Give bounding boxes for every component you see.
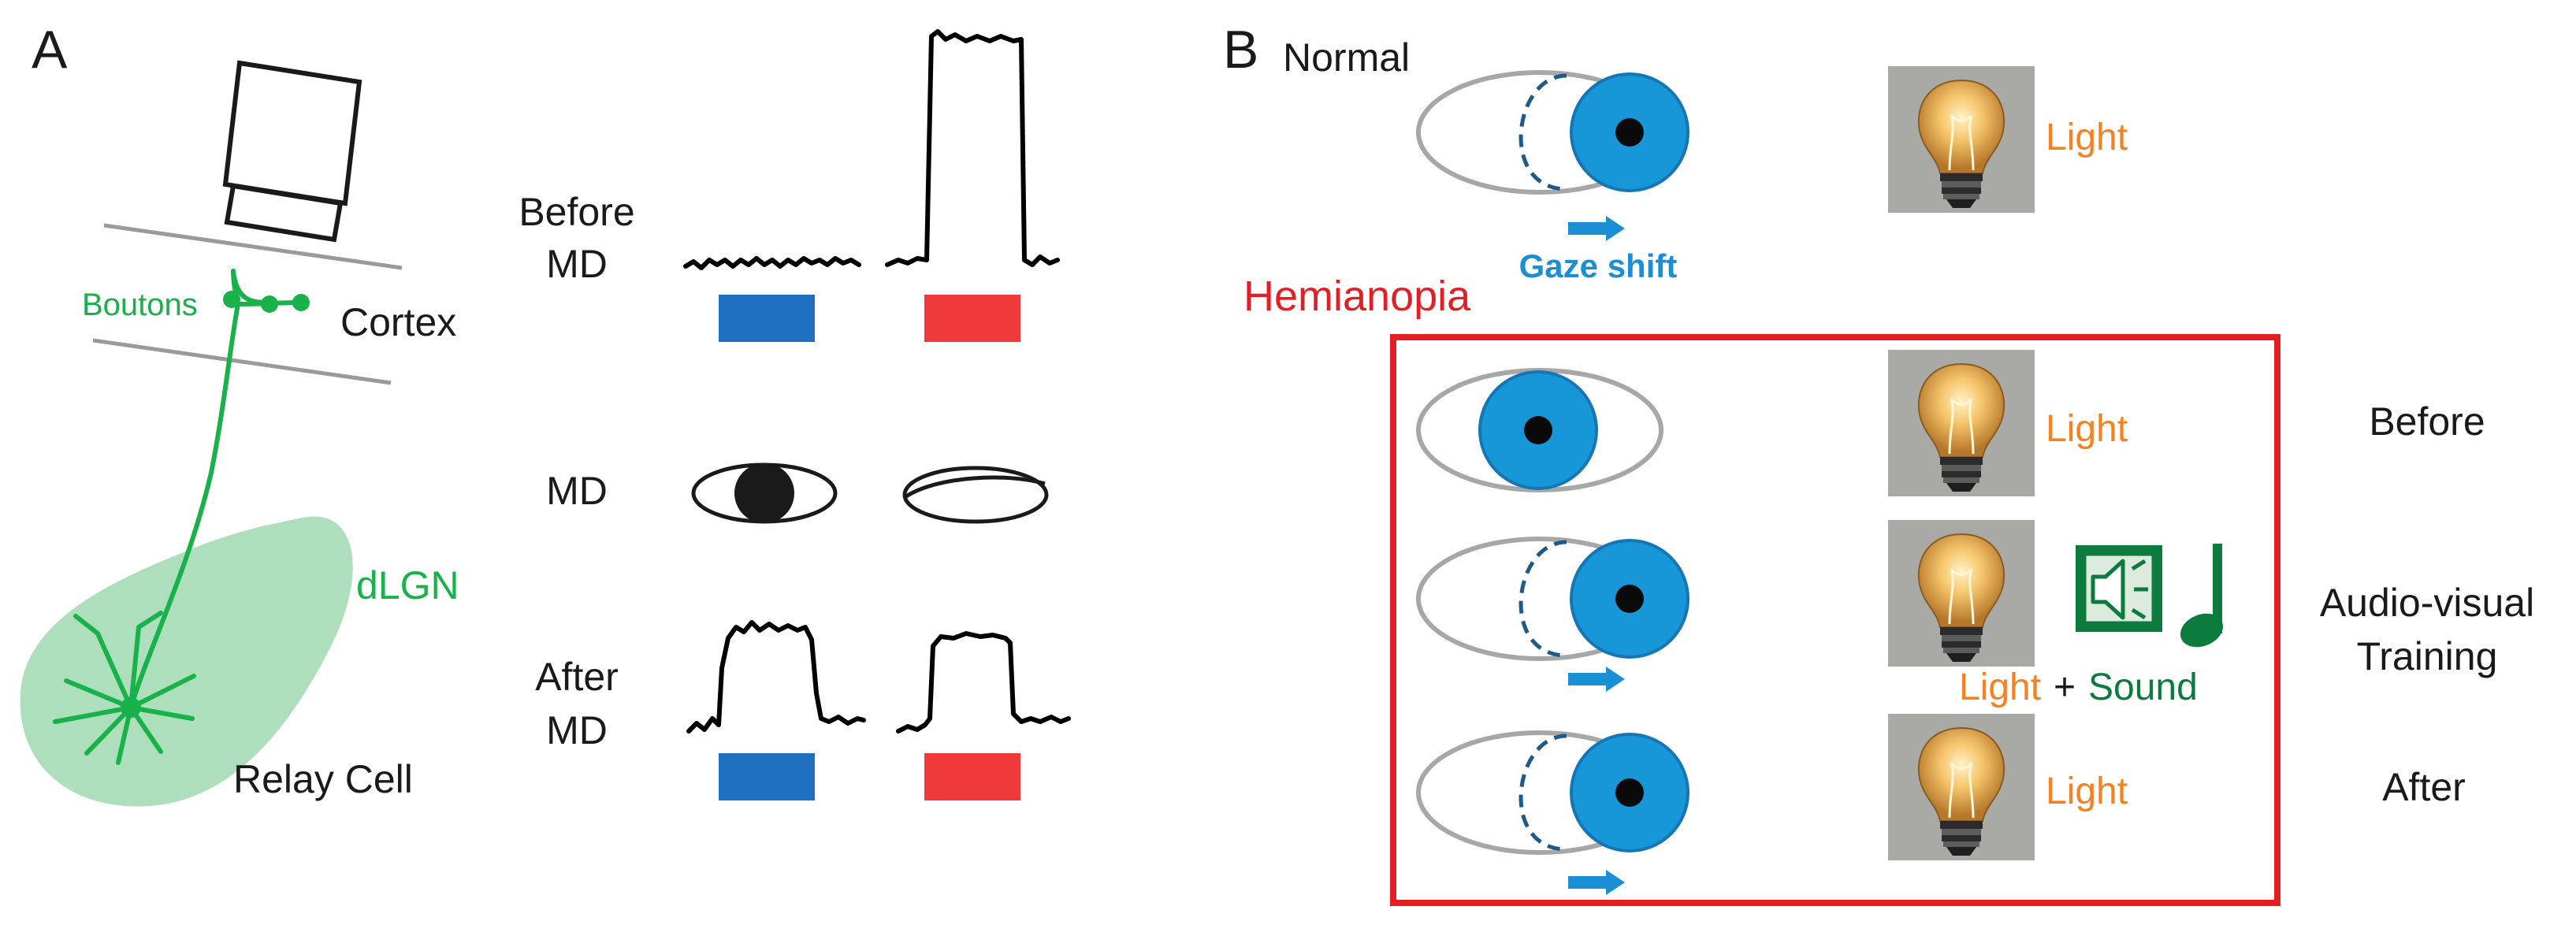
before-md-label-2: MD <box>546 242 608 286</box>
eye-icon <box>1416 537 1689 661</box>
training-side-label-2: Training <box>2357 634 2498 678</box>
before-light-label: Light <box>2046 408 2128 450</box>
panel-b-letter: B <box>1223 20 1258 80</box>
after-side-label: After <box>2382 765 2466 809</box>
bouton <box>261 295 278 313</box>
normal-label: Normal <box>1283 35 1410 80</box>
after-md-label-1: After <box>535 655 619 699</box>
bulb-icon <box>1886 712 2036 862</box>
arrow-right-icon <box>1568 667 1625 692</box>
after-md-ipsi-bar <box>719 753 815 800</box>
bulb-icon <box>1886 518 2036 668</box>
before-md-label-1: Before <box>519 190 634 234</box>
bulb-icon <box>1886 348 2036 498</box>
normal-eye-icon <box>1416 70 1689 195</box>
hemianopia-label: Hemianopia <box>1243 273 1471 320</box>
training-side-label-1: Audio-visual <box>2320 581 2534 625</box>
training-light-label: Light <box>1959 667 2041 708</box>
music-note-icon <box>2180 544 2224 648</box>
before-row: Light Before <box>1416 348 2485 498</box>
boutons-label: Boutons <box>82 288 198 322</box>
after-md-label-2: MD <box>546 708 608 752</box>
after-md-contra-bar <box>924 753 1020 800</box>
training-row: Light + Sound Audio-visual Training <box>1416 518 2534 708</box>
arrow-right-icon <box>1568 216 1625 241</box>
closed-eye-icon <box>902 466 1049 524</box>
soma <box>121 697 141 718</box>
panel-a-letter: A <box>32 20 68 80</box>
bouton <box>223 291 240 308</box>
bulb-icon <box>1886 65 2036 214</box>
speaker-icon <box>2076 545 2162 632</box>
arrow-right-icon <box>1568 870 1625 895</box>
cortex-bottom-line <box>92 338 392 385</box>
before-side-label: Before <box>2369 399 2485 444</box>
hemianopia-frame <box>1390 334 2280 906</box>
before-md-trace-ipsi <box>683 256 861 270</box>
after-md-trace-ipsi <box>686 620 866 734</box>
after-light-label: Light <box>2046 771 2128 812</box>
cortex-label: Cortex <box>340 300 456 344</box>
open-eye-icon <box>691 462 838 524</box>
normal-light-label: Light <box>2046 117 2128 158</box>
md-label: MD <box>546 469 608 513</box>
sound-label: Sound <box>2088 667 2198 708</box>
after-row: Light After <box>1416 712 2466 895</box>
before-md-trace-contra <box>885 29 1060 267</box>
dlgn-label: dLGN <box>356 563 459 607</box>
eye-icon <box>1416 730 1689 855</box>
bouton <box>292 294 310 311</box>
relay-cell-label: Relay Cell <box>233 757 413 801</box>
before-md-contra-bar <box>924 295 1020 342</box>
panel-a: A <box>20 20 1071 807</box>
plus-label: + <box>2054 667 2076 708</box>
before-md-ipsi-bar <box>719 295 815 342</box>
panel-b: B Normal Gaze shift Light Hemianopia Lig… <box>1223 20 2534 906</box>
after-md-trace-contra <box>896 631 1071 734</box>
objective-icon <box>222 60 362 243</box>
cortex-surface-line <box>103 223 403 270</box>
gaze-shift-label: Gaze shift <box>1519 247 1678 284</box>
eye-icon <box>1416 368 1663 492</box>
